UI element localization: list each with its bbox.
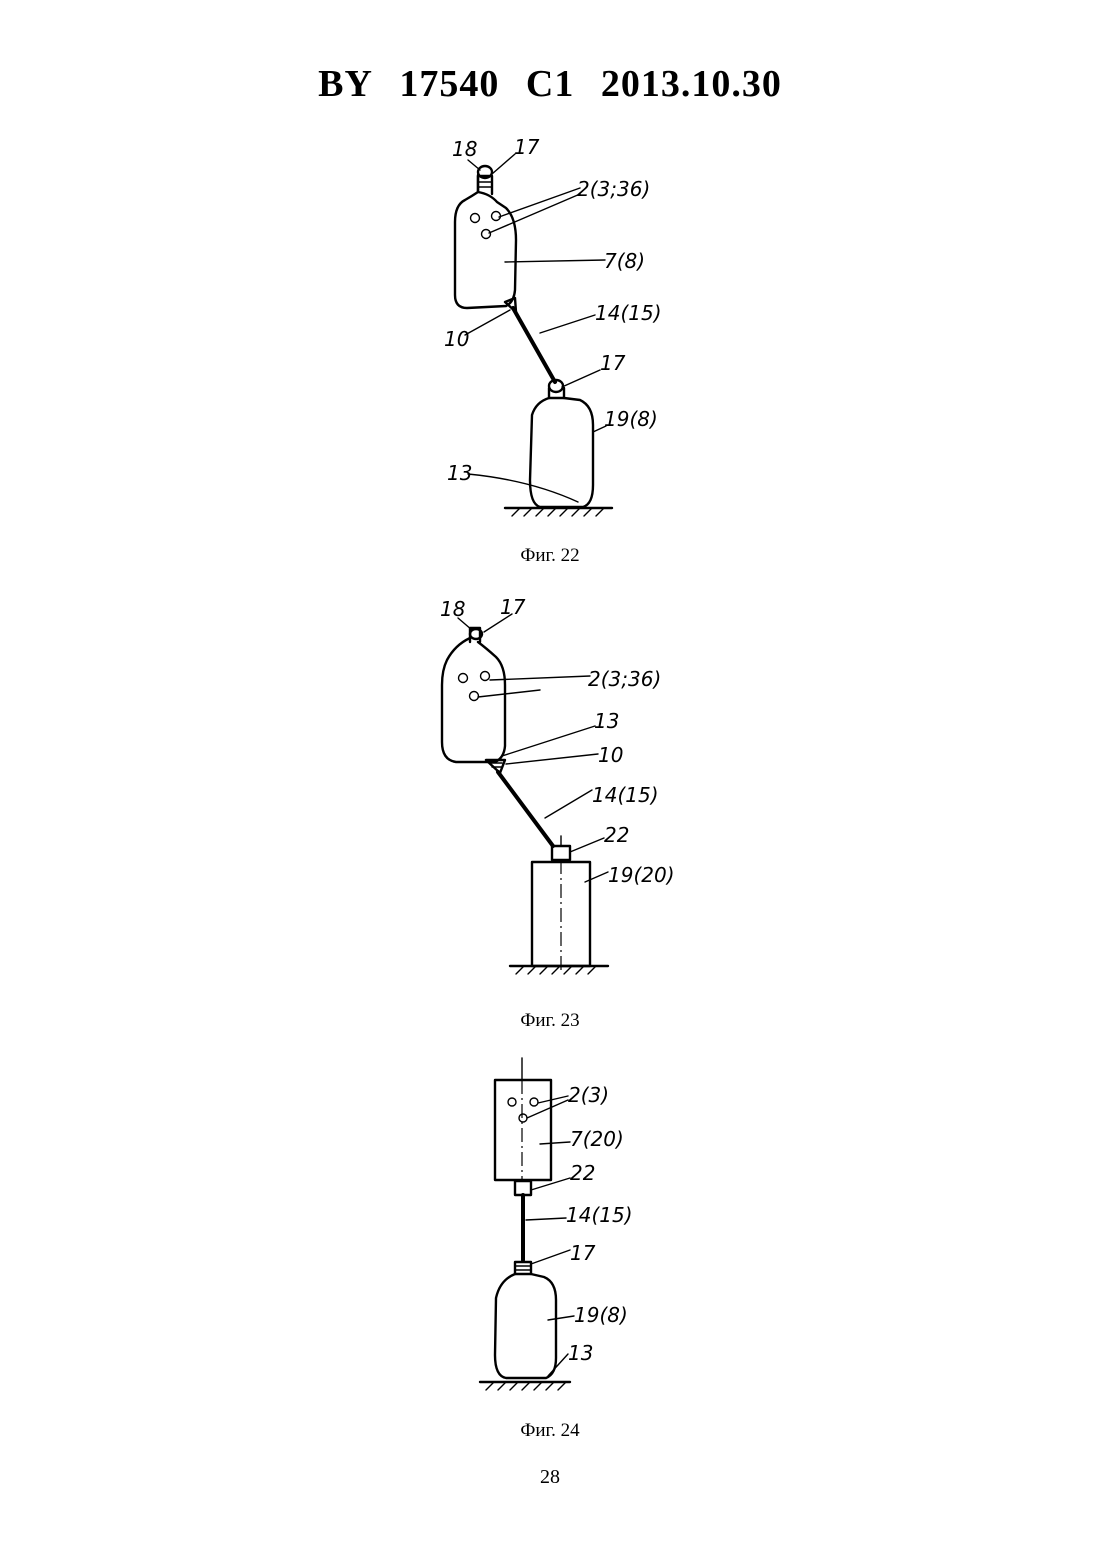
label-13: 13	[447, 461, 472, 485]
label-10: 10	[598, 743, 623, 767]
label-10: 10	[444, 327, 469, 351]
label-2-3-36: 2(3;36)	[588, 667, 661, 691]
label-17-lower: 17	[600, 351, 626, 375]
label-19-20: 19(20)	[608, 863, 675, 887]
port-circle	[481, 672, 490, 681]
figure-23-drawing: 18 17 2(3;36) 13 10 14(15) 22 19(20)	[0, 590, 1100, 990]
label-17: 17	[514, 135, 540, 159]
vessel-lower	[495, 1274, 556, 1378]
label-7-8: 7(8)	[604, 249, 645, 273]
vessel-lower	[530, 398, 593, 507]
figure-23: 18 17 2(3;36) 13 10 14(15) 22 19(20)	[0, 590, 1100, 990]
rod-14	[498, 772, 553, 846]
port-circle	[470, 692, 479, 701]
figure-24-drawing: 2(3) 7(20) 22 14(15) 17 19(8) 13	[0, 1050, 1100, 1400]
label-17: 17	[500, 595, 526, 619]
coupling-22	[552, 846, 570, 860]
figure-24-caption: Фиг. 24	[0, 1420, 1100, 1442]
port-circle	[492, 212, 501, 221]
figure-22-caption: Фиг. 22	[0, 545, 1100, 567]
label-18: 18	[440, 597, 465, 621]
figure-24: 2(3) 7(20) 22 14(15) 17 19(8) 13	[0, 1050, 1100, 1400]
header-number: 17540	[399, 63, 499, 105]
port-circle	[519, 1114, 527, 1122]
figure-22: 18 17 2(3;36) 7(8) 14(15) 10 17 19(8) 13	[0, 130, 1100, 530]
port-circle	[471, 214, 480, 223]
document-header: BY 17540 C1 2013.10.30	[0, 62, 1100, 106]
label-22: 22	[604, 823, 629, 847]
label-14-15: 14(15)	[595, 301, 662, 325]
port-circle	[482, 230, 491, 239]
valve-17	[515, 1262, 531, 1274]
label-7-20: 7(20)	[570, 1127, 624, 1151]
figure-23-caption: Фиг. 23	[0, 1010, 1100, 1032]
vessel-upper	[455, 175, 516, 308]
header-date: 2013.10.30	[601, 63, 782, 105]
port-circle	[530, 1098, 538, 1106]
header-country: BY	[318, 63, 373, 105]
port-circle	[508, 1098, 516, 1106]
label-14-15: 14(15)	[592, 783, 659, 807]
label-2-3-36: 2(3;36)	[577, 177, 650, 201]
coupling-22	[515, 1181, 531, 1195]
port-circle	[459, 674, 468, 683]
block-upper	[495, 1080, 551, 1180]
label-22: 22	[570, 1161, 595, 1185]
label-19-8: 19(8)	[574, 1303, 628, 1327]
figure-22-drawing: 18 17 2(3;36) 7(8) 14(15) 10 17 19(8) 13	[0, 130, 1100, 530]
page-number: 28	[0, 1466, 1100, 1489]
label-17: 17	[570, 1241, 596, 1265]
label-13: 13	[568, 1341, 593, 1365]
label-13: 13	[594, 709, 619, 733]
label-18: 18	[452, 137, 477, 161]
label-14-15: 14(15)	[566, 1203, 633, 1227]
rod-14	[513, 308, 555, 382]
label-2-3: 2(3)	[568, 1083, 609, 1107]
label-19-8: 19(8)	[604, 407, 658, 431]
header-kind: C1	[526, 63, 574, 105]
